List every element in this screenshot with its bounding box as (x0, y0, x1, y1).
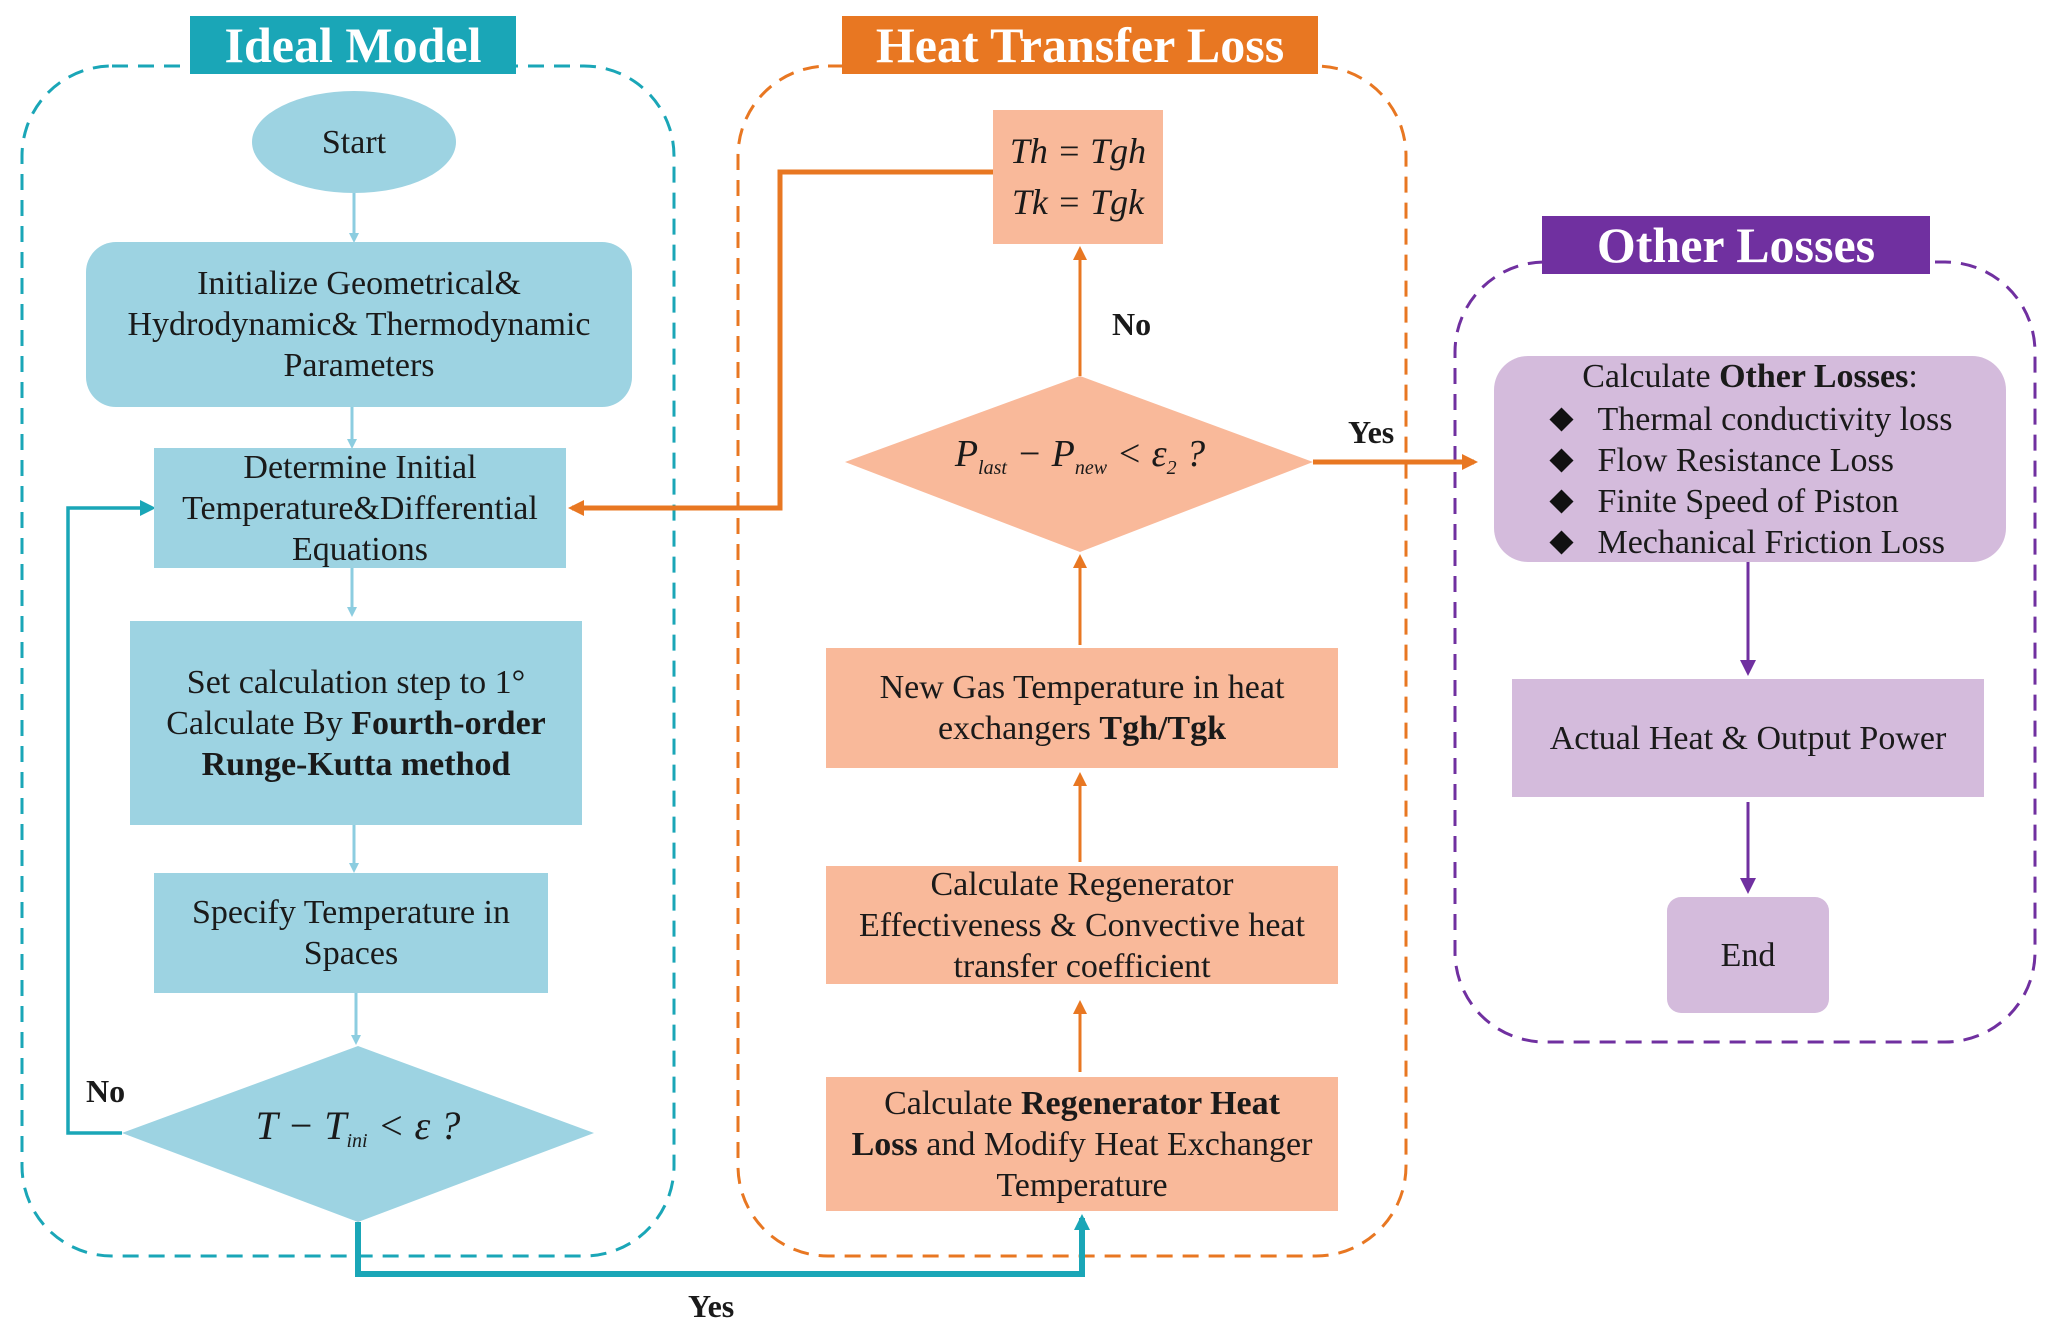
other-losses-list: Thermal conductivity loss Flow Resistanc… (1547, 399, 1953, 563)
other-losses-box: Calculate Other Losses: Thermal conducti… (1494, 356, 2006, 562)
other-item-2: Flow Resistance Loss (1597, 441, 1895, 479)
regen-loss-line-2: Loss and Modify Heat Exchanger (852, 1124, 1313, 1165)
other-calc-pre: Calculate (1582, 357, 1720, 395)
new-gas-temperature-box: New Gas Temperature in heat exchangers T… (826, 648, 1338, 768)
new-gas-line-2-plain: exchangers (937, 710, 1100, 747)
assign-line-1: Th = Tgh (1009, 131, 1147, 171)
set-step-line: Set calculation step to 1° (186, 663, 526, 701)
actual-heat-output-box: Actual Heat & Output Power (1512, 679, 1984, 797)
regenerator-effectiveness-box: Calculate Regenerator Effectiveness & Co… (826, 865, 1338, 985)
initialize-line-3: Parameters (283, 347, 435, 384)
pressure-decision: Plast − Pnew < ε2 ? (930, 428, 1230, 494)
determine-line-3: Equations (292, 530, 428, 568)
determine-line-1: Determine Initial (243, 448, 477, 486)
list-item: Thermal conductivity loss (1547, 399, 1953, 440)
regen-eff-line-1: Calculate Regenerator (930, 865, 1234, 903)
initialize-line-1: Initialize Geometrical& (197, 265, 521, 302)
calc-by-text: Calculate By (166, 704, 352, 742)
arrow-yes-to-regenerator (355, 1214, 1090, 1277)
start-label: Start (321, 123, 387, 161)
pressure-sub-last: last (978, 456, 1007, 479)
label-yes-right: Yes (1348, 414, 1395, 450)
convergence-decision-shape (122, 1046, 594, 1222)
regen-eff-line-3: transfer coefficient (953, 947, 1211, 985)
list-item: Mechanical Friction Loss (1547, 522, 1952, 563)
method-bold-2: Runge-Kutta method (201, 745, 511, 783)
convergence-rhs: < ε ? (367, 1102, 461, 1148)
other-item-3: Finite Speed of Piston (1597, 482, 1899, 520)
other-losses-title: Calculate Other Losses: (1582, 356, 1918, 397)
label-yes-bottom: Yes (688, 1288, 735, 1324)
ideal-model-header: Ideal Model (224, 17, 482, 73)
regen-loss-pre: Calculate (884, 1084, 1021, 1122)
diamond-bullet-icon (1549, 447, 1574, 473)
pressure-decision-shape (845, 376, 1313, 552)
specify-temperature-box: Specify Temperature in Spaces (154, 873, 548, 993)
pressure-sub-new: new (1074, 456, 1108, 479)
label-no-top: No (1112, 306, 1152, 342)
method-line-2: Runge-Kutta method (202, 744, 511, 785)
list-item: Flow Resistance Loss (1547, 440, 1952, 481)
diamond-bullet-icon (1549, 529, 1574, 555)
other-calc-post: : (1908, 357, 1918, 395)
pressure-condition: Plast − Pnew < ε2 ? (954, 432, 1206, 489)
other-item-4: Mechanical Friction Loss (1597, 523, 1945, 561)
calc-method-line: Calculate By Fourth-order (166, 703, 546, 744)
arrow-assign-to-determine (568, 169, 993, 516)
assign-line-2: Tk = Tgk (1011, 182, 1145, 222)
regen-loss-post: and Modify Heat Exchanger (917, 1125, 1313, 1163)
determine-line-2: Temperature&Differential (182, 489, 538, 527)
start-node: Start (252, 91, 456, 193)
pressure-lt: < ε (1107, 432, 1167, 475)
regen-loss-bold-2: Loss (851, 1125, 918, 1163)
list-item: Finite Speed of Piston (1547, 481, 1952, 522)
ideal-model-header-bg (190, 16, 516, 74)
regen-eff-line-2: Effectiveness & Convective heat (859, 906, 1305, 944)
other-item-1: Thermal conductivity loss (1597, 400, 1953, 438)
diamond-bullet-icon (1549, 488, 1574, 514)
new-gas-line-1: New Gas Temperature in heat (879, 669, 1285, 706)
start-ellipse (252, 91, 456, 193)
convergence-lhs: T − T (255, 1102, 347, 1148)
heat-transfer-loss-header: Heat Transfer Loss (875, 17, 1285, 73)
regenerator-heat-loss-box: Calculate Regenerator Heat Loss and Modi… (826, 1077, 1338, 1211)
new-gas-line-2: exchangers Tgh/Tgk (938, 708, 1226, 749)
convergence-sub: ini (346, 1129, 368, 1152)
convergence-condition: T − Tini < ε ? (256, 1105, 461, 1162)
end-label: End (1720, 936, 1776, 974)
pressure-p: P (954, 432, 979, 475)
regen-loss-line-3: Temperature (996, 1166, 1168, 1204)
diamond-bullet-icon (1549, 406, 1574, 432)
pressure-minus: − P (1006, 432, 1075, 475)
other-losses-header: Other Losses (1596, 217, 1876, 273)
regen-loss-bold-1: Regenerator Heat (1020, 1084, 1280, 1122)
specify-line-2: Spaces (303, 935, 399, 972)
other-losses-container (1453, 260, 2037, 1044)
actual-heat-label: Actual Heat & Output Power (1549, 719, 1947, 757)
heat-transfer-header-bg (842, 16, 1318, 74)
initialize-parameters-box: Initialize Geometrical& Hydrodynamic& Th… (86, 242, 632, 407)
label-no-left: No (86, 1073, 126, 1109)
other-calc-bold: Other Losses (1719, 357, 1909, 395)
pressure-sub-2: 2 (1166, 456, 1177, 479)
new-gas-line-2-bold: Tgh/Tgk (1099, 710, 1227, 747)
determine-initial-box: Determine Initial Temperature&Differenti… (154, 448, 566, 568)
pressure-q: ? (1176, 432, 1206, 475)
temperature-assignment-box: Th = Tgh Tk = Tgk (993, 110, 1163, 244)
specify-line-1: Specify Temperature in (192, 894, 510, 931)
end-node: End (1667, 897, 1829, 1013)
method-bold-1: Fourth-order (351, 704, 546, 742)
convergence-decision: T − Tini < ε ? (200, 1100, 516, 1166)
other-losses-header-bg (1542, 216, 1930, 274)
arrow-no-loop (66, 500, 156, 1135)
regen-loss-line-1: Calculate Regenerator Heat (884, 1083, 1280, 1124)
calculation-step-box: Set calculation step to 1° Calculate By … (130, 621, 582, 825)
initialize-line-2: Hydrodynamic& Thermodynamic (127, 306, 591, 343)
